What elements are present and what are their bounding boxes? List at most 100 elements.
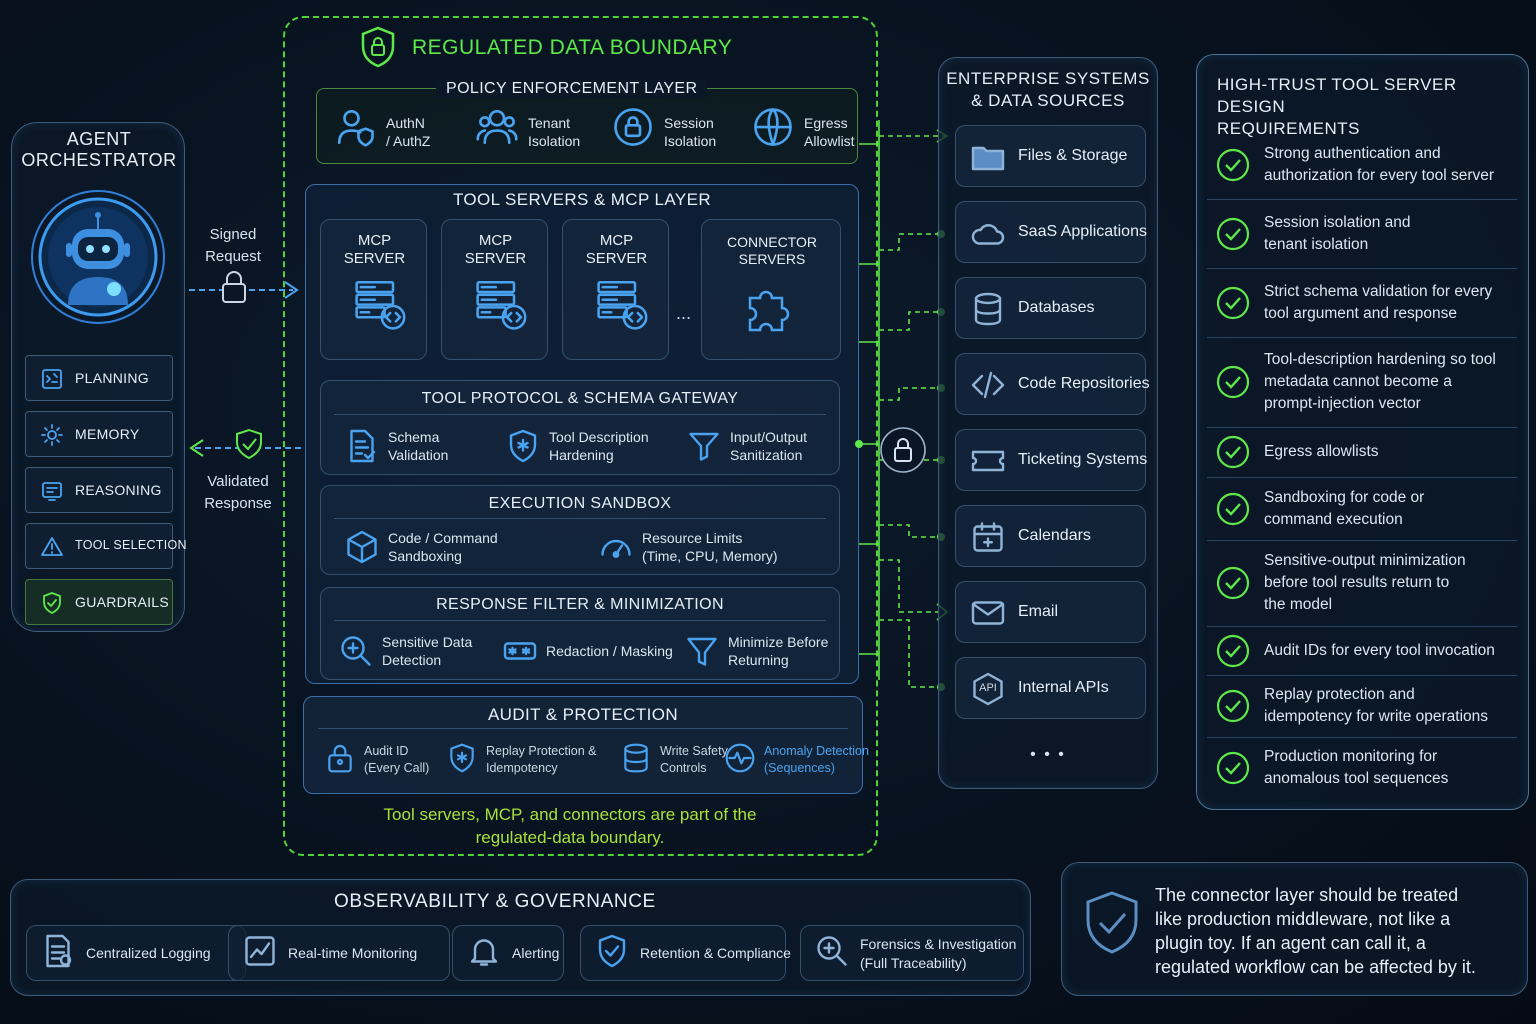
filter-item-label: Sensitive Data Detection xyxy=(382,634,473,668)
enterprise-item-ticketing-systems[interactable]: Ticketing Systems xyxy=(955,429,1148,491)
agent-module-reasoning[interactable]: REASONING xyxy=(25,467,173,513)
agent-module-memory[interactable]: MEMORY xyxy=(25,411,173,457)
observability-item[interactable] xyxy=(800,925,1024,981)
shield-icon xyxy=(446,742,478,774)
connector-servers-card[interactable]: CONNECTOR SERVERS xyxy=(701,219,841,360)
robot-avatar xyxy=(28,187,168,327)
requirement-item xyxy=(1207,477,1517,540)
enterprise-title: ENTERPRISE SYSTEMS & DATA SOURCES xyxy=(946,69,1150,110)
mcp-server-label: MCP SERVER xyxy=(343,232,406,267)
mcp-server-card[interactable]: MCP SERVER xyxy=(562,219,669,360)
mcp-server-card[interactable]: MCP SERVER xyxy=(320,219,427,360)
enterprise-item-email[interactable]: Email xyxy=(955,581,1146,643)
observability-item-label: Real-time Monitoring xyxy=(288,945,418,961)
policy-item-label: Session Isolation xyxy=(664,115,717,149)
cube-icon xyxy=(344,529,380,565)
requirement-item xyxy=(1207,626,1517,675)
enterprise-item-label: SaaS Applications xyxy=(1018,223,1147,240)
requirement-item xyxy=(1207,427,1517,477)
api-glyph: API xyxy=(979,682,997,694)
magnifier-icon xyxy=(338,633,374,669)
filter-item-label: Redaction / Masking xyxy=(546,643,673,659)
mcp-server-card[interactable]: MCP SERVER xyxy=(441,219,548,360)
agent-module-label: REASONING xyxy=(75,482,162,498)
check-circle-icon xyxy=(1216,435,1250,469)
filter-divider xyxy=(334,620,826,621)
cloud-icon xyxy=(970,215,1006,251)
globe-icon xyxy=(752,106,794,148)
enterprise-item-label: Files & Storage xyxy=(1018,147,1128,164)
mcp-server-label: MCP SERVER xyxy=(464,232,527,267)
enterprise-item-label: Calendars xyxy=(1018,527,1091,544)
chart-icon xyxy=(242,933,278,969)
enterprise-item-files-storage[interactable]: Files & Storage xyxy=(955,125,1146,187)
reasoning-icon xyxy=(40,479,64,503)
requirement-text: Strong authentication and authorization … xyxy=(1264,145,1495,184)
requirement-text: Production monitoring for anomalous tool… xyxy=(1264,748,1449,787)
server-code-icon xyxy=(472,278,528,334)
requirements-panel xyxy=(1196,54,1529,810)
enterprise-item-label: Ticketing Systems xyxy=(1018,451,1148,468)
document-check-icon xyxy=(344,428,380,464)
agent-module-tool-selection[interactable]: TOOL SELECTION xyxy=(25,523,187,569)
id-lock-icon xyxy=(324,742,356,774)
policy-title: POLICY ENFORCEMENT LAYER xyxy=(436,80,708,98)
bell-icon xyxy=(466,933,502,969)
gateway-title: TOOL PROTOCOL & SCHEMA GATEWAY xyxy=(421,390,739,407)
observability-item-label: Alerting xyxy=(512,945,560,961)
check-circle-icon xyxy=(1216,751,1250,785)
observability-item[interactable] xyxy=(228,925,450,981)
check-circle-icon xyxy=(1216,492,1250,526)
requirement-text: Audit IDs for every tool invocation xyxy=(1264,641,1495,659)
observability-item-label: Retention & Compliance xyxy=(640,945,791,961)
check-circle-icon xyxy=(1216,689,1250,723)
enterprise-item-calendars[interactable]: Calendars xyxy=(955,505,1146,567)
filter-icon xyxy=(684,633,720,669)
enterprise-item-databases[interactable]: Databases xyxy=(955,277,1146,339)
agent-module-planning[interactable]: PLANNING xyxy=(25,355,173,401)
database-icon xyxy=(620,742,652,774)
check-circle-icon xyxy=(1216,148,1250,182)
lock-icon xyxy=(612,106,654,148)
log-icon xyxy=(40,933,76,969)
policy-item-label: Egress Allowlist xyxy=(804,115,855,149)
agent-module-label: TOOL SELECTION xyxy=(75,538,187,552)
gateway-item-label: Schema Validation xyxy=(388,429,449,463)
observability-item[interactable] xyxy=(452,925,564,981)
enterprise-item-code-repositories[interactable]: Code Repositories xyxy=(955,353,1150,415)
callout-panel xyxy=(1061,862,1528,996)
requirement-item xyxy=(1207,737,1517,799)
filter-item-label: Minimize Before Returning xyxy=(728,634,829,668)
shield-icon xyxy=(505,428,541,464)
audit-item-label: Audit ID (Every Call) xyxy=(364,744,430,775)
validated-response-label: Validated Response xyxy=(204,473,272,512)
check-circle-icon xyxy=(1216,566,1250,600)
observability-item-label: Forensics & Investigation (Full Traceabi… xyxy=(860,936,1017,971)
filter-title: RESPONSE FILTER & MINIMIZATION xyxy=(436,596,724,613)
check-circle-icon xyxy=(1216,365,1250,399)
enterprise-item-saas-applications[interactable]: SaaS Applications xyxy=(955,201,1147,263)
gateway-divider xyxy=(334,414,826,415)
server-code-icon xyxy=(593,278,649,334)
server-code-icon xyxy=(351,278,407,334)
agent-module-label: GUARDRAILS xyxy=(75,594,170,610)
agent-module-guardrails[interactable]: GUARDRAILS xyxy=(25,579,173,625)
puzzle-icon xyxy=(740,280,800,340)
requirement-item xyxy=(1207,337,1517,427)
calendar-icon xyxy=(970,519,1006,555)
regulated-boundary xyxy=(283,16,878,856)
audit-item-label: Write Safety Controls xyxy=(660,744,728,775)
sandbox-title: EXECUTION SANDBOX xyxy=(488,495,672,512)
audit-divider xyxy=(318,728,848,729)
flow-arrows-left xyxy=(189,271,305,460)
enterprise-item-label: Code Repositories xyxy=(1018,375,1150,392)
requirement-text: Strict schema validation for every tool … xyxy=(1264,282,1493,322)
requirement-text: Egress allowlists xyxy=(1264,443,1379,460)
check-circle-icon xyxy=(1216,286,1250,320)
callout-shield-icon xyxy=(1084,890,1140,956)
servers-ellipsis: ... xyxy=(676,303,692,323)
observability-item[interactable] xyxy=(580,925,786,981)
schema-gateway xyxy=(320,380,840,475)
